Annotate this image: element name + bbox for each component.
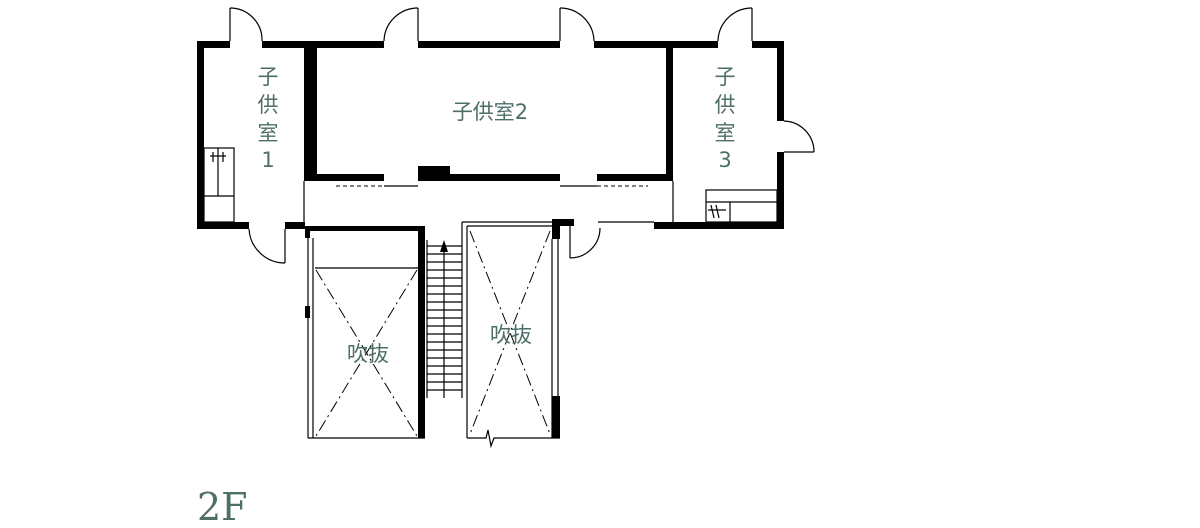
closet-icon xyxy=(203,147,235,223)
door-icon xyxy=(569,226,601,259)
exterior-walls xyxy=(197,41,784,229)
void-left-area xyxy=(305,226,425,439)
svg-text:子: 子 xyxy=(258,65,279,89)
door-icon xyxy=(783,120,815,153)
door-icon xyxy=(248,228,286,264)
svg-text:1: 1 xyxy=(261,148,274,172)
svg-text:室: 室 xyxy=(715,121,736,145)
svg-text:供: 供 xyxy=(258,93,279,117)
svg-text:供: 供 xyxy=(715,93,736,117)
kids-room-3-label: 子 供 室 3 xyxy=(715,65,736,172)
floor-label: 2F xyxy=(197,485,248,528)
side-room-partitions xyxy=(303,120,674,223)
void-right-label: 吹抜 xyxy=(490,323,532,347)
svg-text:室: 室 xyxy=(258,121,279,145)
kids-room-2-walls xyxy=(304,41,673,187)
void-right-area xyxy=(466,219,560,449)
door-icon xyxy=(383,7,419,42)
kids-room-1-label: 子 供 室 1 xyxy=(258,65,279,172)
door-icon xyxy=(229,7,263,42)
svg-text:3: 3 xyxy=(718,148,731,172)
door-icon xyxy=(559,7,595,42)
closet-icon xyxy=(705,189,778,223)
staircase xyxy=(426,221,552,398)
svg-text:子: 子 xyxy=(715,65,736,89)
door-icon xyxy=(717,7,753,42)
kids-room-2-label: 子供室2 xyxy=(452,100,528,124)
void-left-label: 吹抜 xyxy=(347,342,389,366)
